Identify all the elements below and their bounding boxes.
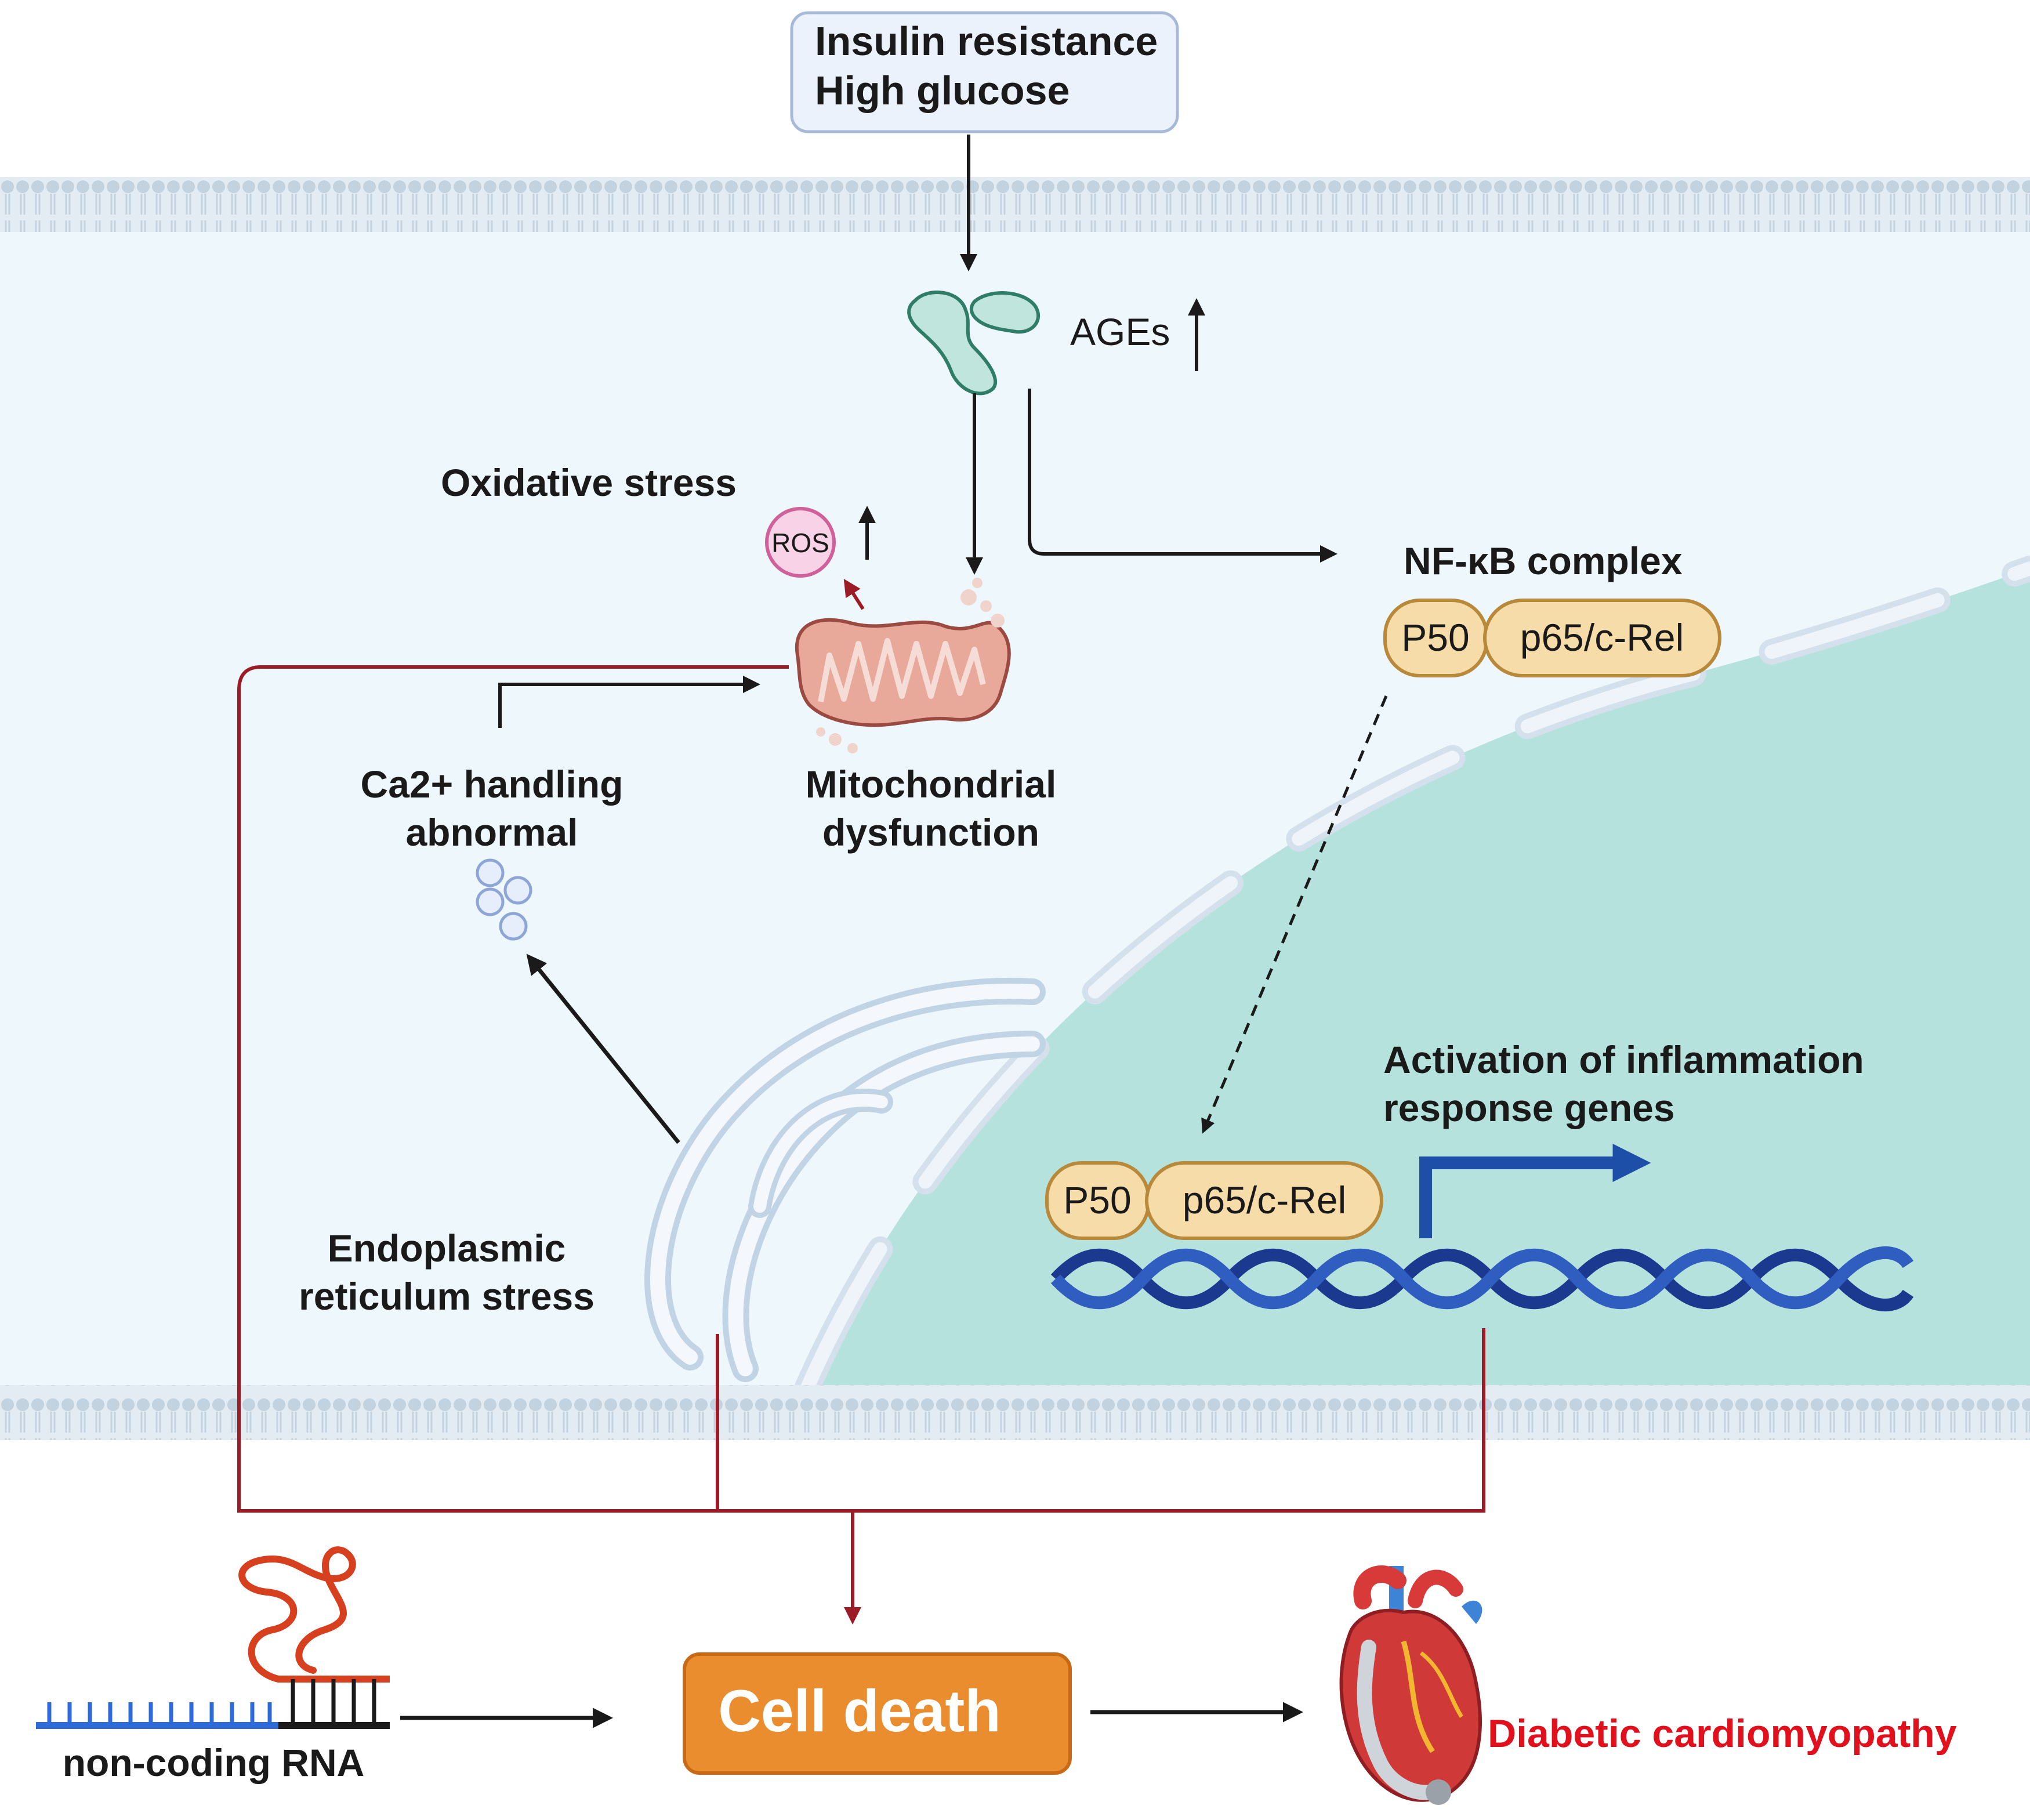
ages-label: AGEs [1070,310,1170,353]
er-to-calcium-arrow [526,953,680,1144]
nfkb-p50-cyto: P50 [1401,616,1469,659]
non-coding-rna-icon [36,1546,390,1729]
calcium-to-mito-arrow [498,676,760,728]
cell-membrane-top [0,177,2030,232]
nfkb-p65-nucleus: p65/c-Rel [1183,1179,1346,1221]
cell-death-pathways [237,665,1485,1625]
endoplasmic-reticulum-icon [644,977,1046,1382]
cell-membrane-bottom [0,1385,2030,1440]
inflammation-line2: response genes [1383,1086,1675,1129]
nfkb-complex-nucleus: P50 p65/c-Rel [1045,1161,1383,1240]
transcription-arrow [1419,1144,1651,1238]
stimulus-line1: Insulin resistance [815,19,1158,64]
mito-line2: dysfunction [822,811,1039,854]
inflammation-line1: Activation of inflammation [1383,1038,1864,1081]
outcome-label: Diabetic cardiomyopathy [1488,1712,1957,1756]
oxidative-stress-label: Oxidative stress [441,461,737,504]
er-line1: Endoplasmic [328,1227,566,1270]
nfkb-p50-nucleus: P50 [1063,1179,1131,1221]
mito-to-ros-arrow [843,578,865,610]
dna-helix-icon [1050,1246,1914,1311]
nfkb-label: NF-κB complex [1404,539,1683,582]
cell-death-label: Cell death [718,1678,1000,1744]
ncrna-label: non-coding RNA [63,1741,365,1784]
nfkb-p65-cyto: p65/c-Rel [1520,616,1684,659]
mito-line1: Mitochondrial [806,763,1057,806]
calcium-line1: Ca2+ handling [361,763,624,806]
stimulus-box: Insulin resistance High glucose [790,11,1179,133]
mitochondrion-icon [795,578,1011,753]
calcium-ion-icon [476,858,532,941]
calcium-line2: abnormal [405,811,578,854]
heart-icon [1339,1565,1482,1805]
ros-molecule [765,507,836,578]
ros-label: ROS [771,528,829,558]
receptor-icon [907,290,1041,396]
nfkb-complex-cytoplasm: P50 p65/c-Rel [1383,599,1721,677]
stimulus-line2: High glucose [815,68,1070,113]
er-line2: reticulum stress [299,1275,594,1318]
cell-death-box: Cell death [683,1652,1072,1775]
receptor-to-nfkb-arrow [1028,389,1337,563]
